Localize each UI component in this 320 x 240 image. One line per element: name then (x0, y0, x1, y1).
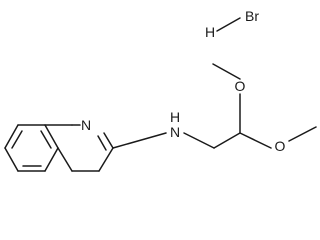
bond-methyl-upper (212, 63, 241, 80)
bond (44, 124, 59, 149)
molecule-drawing: N H N O O H Br (4, 8, 317, 172)
side-chain (112, 63, 317, 149)
bond (213, 132, 241, 149)
bond (183, 132, 215, 149)
bond-h-br (216, 17, 241, 32)
bond (239, 132, 272, 149)
bond (4, 147, 19, 172)
salt-bromine-label: Br (245, 8, 259, 24)
double-bond-inner (40, 130, 52, 149)
ring-nitrogen-label: N (81, 117, 91, 133)
bond-c-n-double (103, 132, 114, 149)
bond (4, 124, 19, 149)
bond (44, 147, 59, 172)
double-bond-inner (97, 135, 107, 151)
upper-oxygen-label: O (235, 78, 246, 94)
structure-diagram: N H N O O H Br (4, 8, 317, 172)
bond (98, 147, 114, 172)
amine-nitrogen-label: N (170, 124, 180, 140)
salt-hydrogen-label: H (205, 24, 215, 40)
benzene-ring (4, 124, 59, 172)
double-bond-inner (11, 130, 23, 149)
amine-hydrogen-label: H (170, 109, 180, 125)
dihydro-ring (44, 124, 114, 172)
bond (57, 147, 73, 172)
lower-oxygen-label: O (275, 138, 286, 154)
bond-methyl-lower (288, 126, 317, 142)
bond (112, 132, 167, 149)
